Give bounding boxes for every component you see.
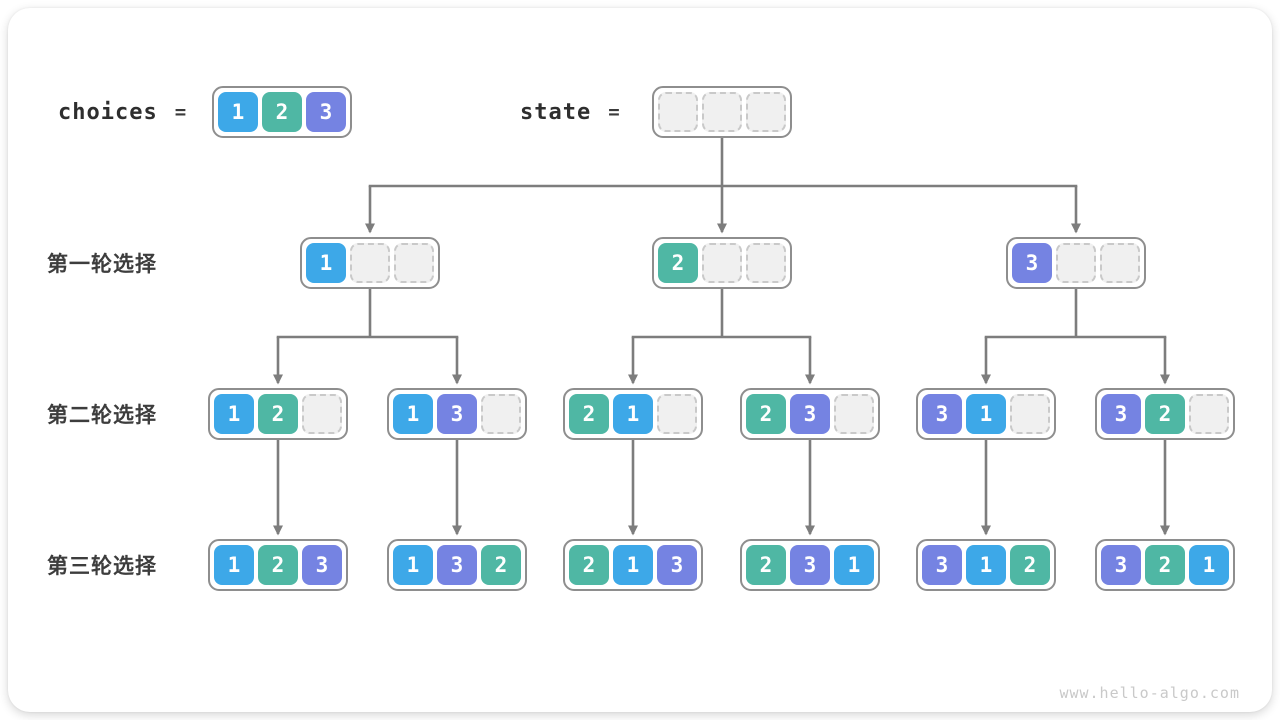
array-cell-value-2: 2 <box>746 394 786 434</box>
choices-expression: choices = <box>58 86 186 138</box>
array-cell-empty <box>702 243 742 283</box>
array-cell-value-1: 1 <box>393 394 433 434</box>
array-cell-value-2: 2 <box>658 243 698 283</box>
array-cell-value-3: 3 <box>790 545 830 585</box>
state-expression: state = <box>520 86 620 138</box>
array-cell-empty <box>302 394 342 434</box>
array-cell-empty <box>394 243 434 283</box>
array-cell-value-2: 2 <box>258 545 298 585</box>
array-cell-value-3: 3 <box>922 545 962 585</box>
array-cell-value-1: 1 <box>393 545 433 585</box>
state-label: state <box>520 99 592 125</box>
array-cell-value-2: 2 <box>746 545 786 585</box>
round-2-label: 第二轮选择 <box>47 403 157 427</box>
array-cell-empty <box>657 394 697 434</box>
array-cell-value-3: 3 <box>1012 243 1052 283</box>
array-cell-value-3: 3 <box>437 545 477 585</box>
choices-label: choices <box>58 99 158 125</box>
array-cell-empty <box>481 394 521 434</box>
array-cell-empty <box>1056 243 1096 283</box>
array-cell-value-3: 3 <box>657 545 697 585</box>
array-cell-empty <box>834 394 874 434</box>
array-cell-value-1: 1 <box>306 243 346 283</box>
array-cell-empty <box>746 243 786 283</box>
array-cell-value-2: 2 <box>262 92 302 132</box>
round-1-label: 第一轮选择 <box>47 252 157 276</box>
choices-equals-sign: = <box>174 101 187 123</box>
array-cell-value-3: 3 <box>1101 394 1141 434</box>
perm-node-round1-3: 3 <box>1006 237 1146 289</box>
array-cell-empty <box>1189 394 1229 434</box>
array-cell-value-1: 1 <box>966 394 1006 434</box>
array-cell-empty <box>702 92 742 132</box>
array-cell-value-3: 3 <box>790 394 830 434</box>
array-cell-value-3: 3 <box>306 92 346 132</box>
array-cell-value-2: 2 <box>1145 545 1185 585</box>
array-cell-value-1: 1 <box>613 394 653 434</box>
array-cell-value-2: 2 <box>1010 545 1050 585</box>
array-cell-value-3: 3 <box>437 394 477 434</box>
array-cell-value-1: 1 <box>834 545 874 585</box>
perm-node-round1-2: 2 <box>652 237 792 289</box>
array-cell-value-2: 2 <box>1145 394 1185 434</box>
state-array-empty <box>652 86 792 138</box>
array-cell-empty <box>658 92 698 132</box>
array-cell-empty <box>350 243 390 283</box>
round-3-label: 第三轮选择 <box>47 554 157 578</box>
watermark-url: www.hello-algo.com <box>1059 684 1240 702</box>
array-cell-value-1: 1 <box>214 545 254 585</box>
array-cell-value-1: 1 <box>613 545 653 585</box>
array-cell-empty <box>1100 243 1140 283</box>
array-cell-empty <box>1010 394 1050 434</box>
array-cell-value-2: 2 <box>481 545 521 585</box>
array-cell-value-2: 2 <box>569 545 609 585</box>
array-cell-value-1: 1 <box>214 394 254 434</box>
array-cell-value-2: 2 <box>569 394 609 434</box>
array-cell-value-3: 3 <box>302 545 342 585</box>
perm-node-round1-1: 1 <box>300 237 440 289</box>
array-cell-value-1: 1 <box>966 545 1006 585</box>
state-equals-sign: = <box>608 101 620 123</box>
array-cell-value-1: 1 <box>1189 545 1229 585</box>
array-cell-value-2: 2 <box>258 394 298 434</box>
array-cell-value-1: 1 <box>218 92 258 132</box>
array-cell-value-3: 3 <box>922 394 962 434</box>
array-cell-empty <box>746 92 786 132</box>
array-cell-value-3: 3 <box>1101 545 1141 585</box>
